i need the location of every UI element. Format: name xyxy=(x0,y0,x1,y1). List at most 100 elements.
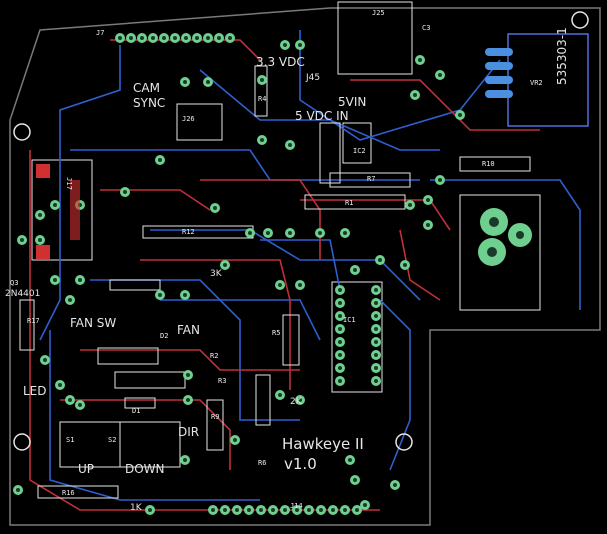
component-body xyxy=(97,347,159,365)
pad-drill xyxy=(186,373,190,377)
pad-drill xyxy=(343,508,347,512)
bottom-trace xyxy=(90,279,300,421)
component-body xyxy=(206,399,224,451)
ic1-body xyxy=(331,281,383,393)
pad-drill xyxy=(338,301,342,305)
ref-r1: R1 xyxy=(345,199,354,207)
ref-ic2: IC2 xyxy=(353,147,366,155)
pad-drill xyxy=(16,488,20,492)
board-version: v1.0 xyxy=(284,455,317,473)
ref-r9: R9 xyxy=(211,413,220,421)
top-trace xyxy=(350,79,540,131)
label-j45: J45 xyxy=(306,73,321,83)
pad-drill xyxy=(338,314,342,318)
pad-drill xyxy=(278,393,282,397)
ref-r4: R4 xyxy=(258,95,267,103)
smd-pad xyxy=(36,245,50,259)
label-5vdc-in: 5 VDC IN xyxy=(295,109,349,123)
label-sync: SYNC xyxy=(133,96,166,110)
ref-r10: R10 xyxy=(482,160,495,168)
pad-drill xyxy=(68,398,72,402)
pad-drill xyxy=(118,36,122,40)
pad-drill xyxy=(298,398,302,402)
pad-drill xyxy=(295,508,299,512)
pad-drill xyxy=(355,508,359,512)
pad-drill xyxy=(343,231,347,235)
component-body xyxy=(142,225,254,239)
pad-drill xyxy=(206,36,210,40)
ref-j17: J17 xyxy=(64,177,73,190)
ref-j14: J14 xyxy=(290,502,303,510)
pad-hole xyxy=(487,247,497,257)
label-fan-sw: FAN SW xyxy=(70,316,117,330)
pad-drill xyxy=(363,503,367,507)
pad-drill xyxy=(298,43,302,47)
component-body xyxy=(329,172,411,188)
pad-drill xyxy=(338,379,342,383)
pad-drill xyxy=(260,78,264,82)
pad-drill xyxy=(211,508,215,512)
pad-drill xyxy=(158,158,162,162)
label-dir: DIR xyxy=(178,425,200,439)
ref-j7: J7 xyxy=(96,29,105,37)
ref-ic1: IC1 xyxy=(343,316,356,324)
pad-drill xyxy=(307,508,311,512)
pad-drill xyxy=(353,268,357,272)
ref-r2: R2 xyxy=(210,352,219,360)
pad-drill xyxy=(338,366,342,370)
pad-drill xyxy=(288,231,292,235)
pad-drill xyxy=(458,113,462,117)
top-trace xyxy=(140,259,291,390)
pad-drill xyxy=(173,36,177,40)
resistor-layer xyxy=(19,65,531,499)
j17-body xyxy=(31,159,93,261)
pad-drill xyxy=(338,327,342,331)
component-body xyxy=(319,122,341,184)
pad-drill xyxy=(233,438,237,442)
pad-drill xyxy=(235,508,239,512)
component-body xyxy=(459,156,531,172)
pad-drill xyxy=(195,36,199,40)
ref-j25: J25 xyxy=(372,9,385,17)
pad-drill xyxy=(78,403,82,407)
top-trace xyxy=(80,349,300,371)
pad-drill xyxy=(413,93,417,97)
pad-drill xyxy=(271,508,275,512)
pad-drill xyxy=(374,301,378,305)
pad-layer xyxy=(13,33,465,515)
pad-drill xyxy=(338,353,342,357)
pad-drill xyxy=(260,138,264,142)
component-body xyxy=(282,314,300,366)
label-5vin: 5VIN xyxy=(338,95,367,109)
label-3v3: 3.3 VDC xyxy=(256,55,305,69)
label-1k: 1K xyxy=(130,503,142,513)
pad-drill xyxy=(374,353,378,357)
s2-body xyxy=(119,421,181,468)
pad-drill xyxy=(374,340,378,344)
pad-drill xyxy=(374,288,378,292)
pad-drill xyxy=(278,283,282,287)
pad-drill xyxy=(298,283,302,287)
pad-drill xyxy=(378,258,382,262)
pad-drill xyxy=(183,458,187,462)
pad-drill xyxy=(186,398,190,402)
pad-drill xyxy=(247,508,251,512)
pad-drill xyxy=(213,206,217,210)
pad-drill xyxy=(408,203,412,207)
connector-pin xyxy=(485,76,513,84)
pad-drill xyxy=(403,263,407,267)
pad-drill xyxy=(151,36,155,40)
pad-drill xyxy=(206,80,210,84)
component-body xyxy=(255,374,271,426)
header-block-j25 xyxy=(337,1,413,75)
pad-drill xyxy=(338,288,342,292)
connector-pin xyxy=(485,48,513,56)
pad-drill xyxy=(374,314,378,318)
ref-r6: R6 xyxy=(258,459,267,467)
pad-hole xyxy=(516,231,524,239)
board-outline xyxy=(9,7,601,526)
pad-drill xyxy=(438,178,442,182)
pad-drill xyxy=(20,238,24,242)
pad-drill xyxy=(228,36,232,40)
